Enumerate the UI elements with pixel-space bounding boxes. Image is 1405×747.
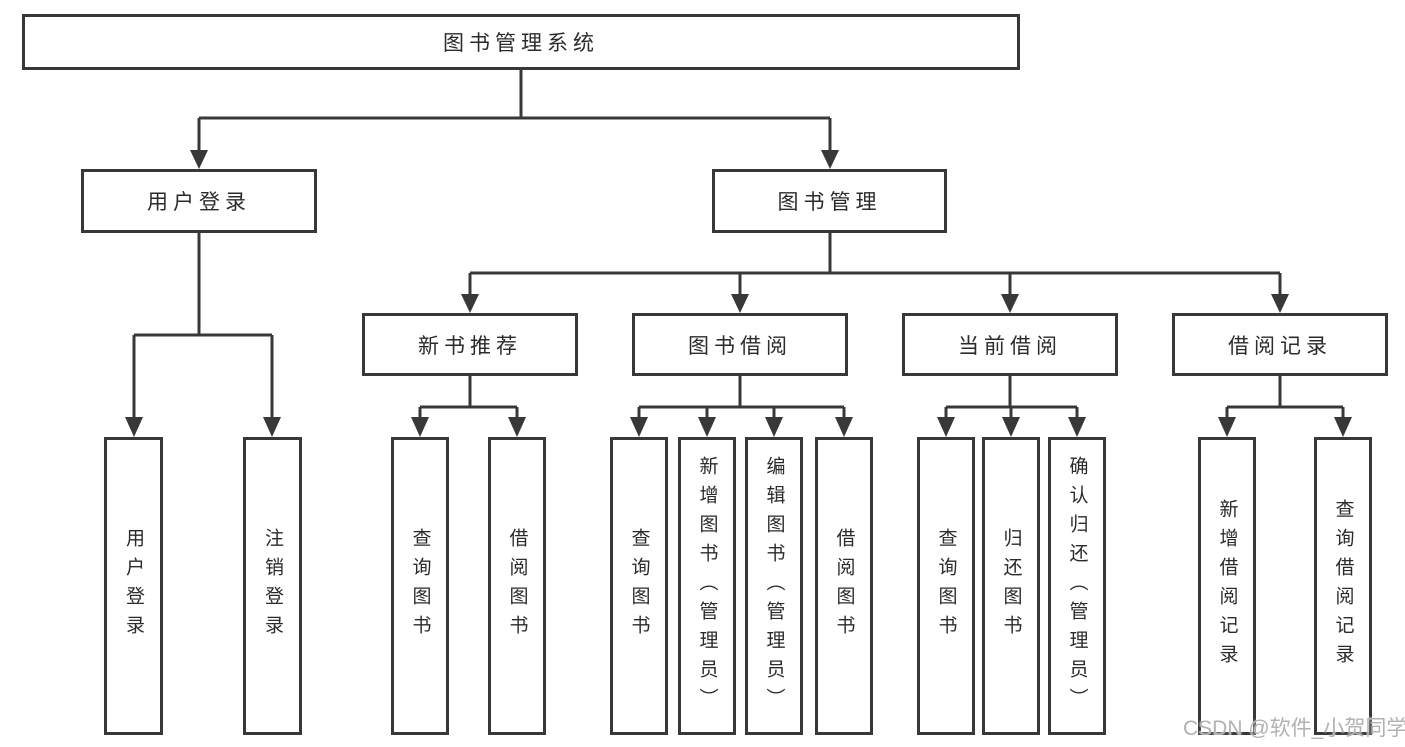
leaf-recommend-query-book-label: 查询图书 (409, 528, 431, 644)
leaf-edit-book-admin: 编辑图书（管理员） (745, 437, 803, 735)
leaf-add-book-admin-label: 新增图书（管理员） (696, 455, 718, 717)
leaf-return-book: 归还图书 (982, 437, 1040, 735)
leaf-recommend-borrow-book-label: 借阅图书 (506, 528, 528, 644)
leaf-confirm-return-admin-label: 确认归还（管理员） (1066, 455, 1088, 717)
node-borrow-record-label: 借阅记录 (1228, 334, 1332, 358)
leaf-current-query-book: 查询图书 (917, 437, 975, 735)
node-book-management-label: 图书管理 (777, 191, 882, 214)
node-user-login: 用户登录 (81, 169, 317, 233)
leaf-add-borrow-record: 新增借阅记录 (1198, 437, 1256, 735)
node-book-management-system-label: 图书管理系统 (443, 32, 599, 55)
node-borrow-record: 借阅记录 (1172, 313, 1388, 376)
node-book-management-system: 图书管理系统 (22, 14, 1020, 70)
leaf-return-book-label: 归还图书 (1000, 528, 1022, 644)
arrowhead-icons (125, 150, 1352, 437)
leaf-logout-login: 注销登录 (243, 437, 302, 735)
node-current-borrow-label: 当前借阅 (958, 334, 1062, 358)
leaf-user-login: 用户登录 (104, 437, 163, 735)
leaf-query-borrow-record: 查询借阅记录 (1314, 437, 1372, 735)
leaf-confirm-return-admin: 确认归还（管理员） (1048, 437, 1106, 735)
leaf-borrow-query-book-label: 查询图书 (628, 528, 650, 644)
leaf-query-borrow-record-label: 查询借阅记录 (1332, 499, 1354, 673)
csdn-watermark: CSDN @软件_小贺同学 (1183, 717, 1405, 740)
leaf-add-book-admin: 新增图书（管理员） (678, 437, 736, 735)
leaf-recommend-query-book: 查询图书 (391, 437, 449, 735)
leaf-recommend-borrow-book: 借阅图书 (488, 437, 546, 735)
node-current-borrow: 当前借阅 (902, 313, 1118, 376)
leaf-logout-login-label: 注销登录 (262, 528, 283, 644)
leaf-borrow-query-book: 查询图书 (610, 437, 668, 735)
leaf-edit-book-admin-label: 编辑图书（管理员） (763, 455, 785, 717)
node-book-borrow: 图书借阅 (632, 313, 848, 376)
leaf-borrow-book-label: 借阅图书 (833, 528, 855, 644)
leaf-user-login-label: 用户登录 (123, 528, 144, 644)
leaf-add-borrow-record-label: 新增借阅记录 (1216, 499, 1238, 673)
node-book-management: 图书管理 (712, 169, 947, 233)
node-book-borrow-label: 图书借阅 (688, 334, 792, 358)
node-user-login-label: 用户登录 (147, 191, 251, 214)
node-new-book-recommend-label: 新书推荐 (418, 334, 522, 358)
leaf-borrow-book: 借阅图书 (815, 437, 873, 735)
node-new-book-recommend: 新书推荐 (362, 313, 578, 376)
leaf-current-query-book-label: 查询图书 (935, 528, 957, 644)
